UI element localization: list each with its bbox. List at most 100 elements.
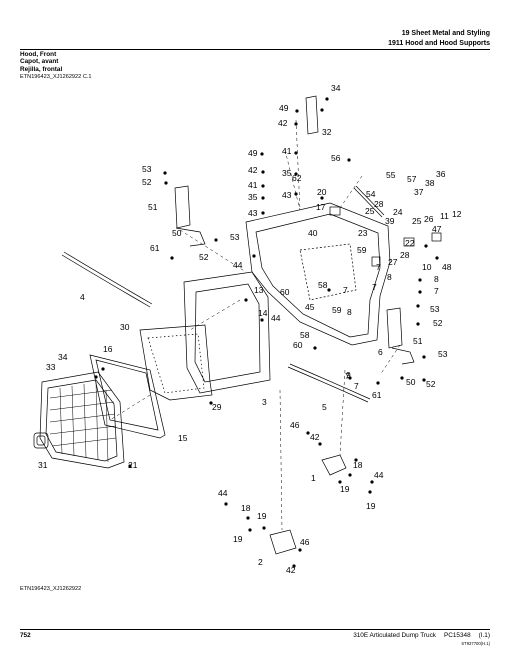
callout-59-2: 59 <box>357 245 367 255</box>
callout-19-3: 19 <box>233 534 243 544</box>
lower-hinge-bottom <box>269 529 297 555</box>
callout-52-3: 52 <box>433 318 443 328</box>
bracket-27 <box>371 256 381 267</box>
callout-8-2: 8 <box>434 274 439 284</box>
callout-2: 2 <box>258 557 263 567</box>
callout-15: 15 <box>178 433 188 443</box>
callout-60-2: 60 <box>293 340 303 350</box>
callout-44-4: 44 <box>218 488 228 498</box>
callout-49-2: 49 <box>248 148 258 158</box>
callout-60: 60 <box>280 287 290 297</box>
callout-52: 52 <box>142 177 152 187</box>
callout-45: 45 <box>305 302 315 312</box>
grille-mesh <box>39 371 125 469</box>
callout-53-2: 53 <box>230 232 240 242</box>
subsection-title: 1911 Hood and Hood Supports <box>388 40 490 47</box>
footer-model: 310E Articulated Dump Truck <box>353 632 436 639</box>
callout-31: 31 <box>38 460 48 470</box>
hood-body-rim <box>255 213 381 338</box>
callout-16: 16 <box>103 344 113 354</box>
callout-59: 59 <box>332 305 342 315</box>
callout-29: 29 <box>212 402 222 412</box>
callout-34: 34 <box>331 83 341 93</box>
callout-7-6: 7 <box>345 371 350 381</box>
callout-25: 25 <box>365 206 375 216</box>
grille-frame <box>89 354 166 439</box>
callout-44-2: 44 <box>271 313 281 323</box>
callout-53-3: 53 <box>430 304 440 314</box>
page-number: 752 <box>20 632 31 639</box>
bracket-22 <box>403 237 415 247</box>
section-title: 19 Sheet Metal and Styling <box>401 30 490 37</box>
callout-1: 1 <box>311 473 316 483</box>
callout-33: 33 <box>46 362 56 372</box>
callout-7-4: 7 <box>434 286 439 296</box>
title-english: Hood, Front <box>20 51 57 58</box>
callout-32: 32 <box>322 127 332 137</box>
part-title-block: Hood, Front Capot, avant Rejilla, fronta… <box>20 51 62 73</box>
callout-35-2: 35 <box>248 192 258 202</box>
callout-19: 19 <box>257 511 267 521</box>
callout-44: 44 <box>233 260 243 270</box>
callout-55: 55 <box>386 170 396 180</box>
callout-4: 4 <box>80 292 85 302</box>
callout-28: 28 <box>374 199 384 209</box>
callout-53-4: 53 <box>438 349 448 359</box>
hood-frame-inner <box>194 283 261 383</box>
callout-7-5: 7 <box>354 381 359 391</box>
left-hinge-bracket <box>174 185 191 229</box>
callout-5: 5 <box>322 402 327 412</box>
callout-36: 36 <box>436 169 446 179</box>
callout-10: 10 <box>422 262 432 272</box>
support-rod <box>355 185 385 216</box>
callout-42-4: 42 <box>286 565 296 575</box>
callout-25-2: 25 <box>412 216 422 226</box>
callout-42-2: 42 <box>248 165 258 175</box>
callout-24: 24 <box>393 207 403 217</box>
callout-18: 18 <box>241 503 251 513</box>
footer-code: ST937700(H.1) <box>461 641 490 646</box>
callout-41: 41 <box>282 146 292 156</box>
seal-strip-left <box>61 254 151 308</box>
callout-14: 14 <box>258 308 268 318</box>
callout-7: 7 <box>376 262 381 272</box>
callout-22: 22 <box>405 238 415 248</box>
seal-strip-right <box>287 366 369 403</box>
bracket-12 <box>431 232 442 242</box>
footer-rule <box>20 629 490 630</box>
callout-44-3: 44 <box>374 470 384 480</box>
callout-18-2: 18 <box>353 460 363 470</box>
callout-50-2: 50 <box>406 377 416 387</box>
callout-37: 37 <box>414 187 424 197</box>
footer-pc: PC15348 <box>443 632 471 639</box>
callout-7-2: 7 <box>343 285 348 295</box>
callout-58-2: 58 <box>300 330 310 340</box>
screen-panel <box>139 324 213 401</box>
callout-49: 49 <box>279 103 289 113</box>
callout-52-2: 52 <box>199 252 209 262</box>
callout-43-2: 43 <box>248 208 258 218</box>
figure-reference-bottom: ETN196423_XJ1262922 <box>20 586 82 592</box>
top-latch-bracket <box>305 95 319 135</box>
callout-27: 27 <box>388 257 398 267</box>
callout-47: 47 <box>432 224 442 234</box>
callout-19-4: 19 <box>366 501 376 511</box>
callout-12: 12 <box>452 209 462 219</box>
callout-35: 35 <box>282 168 292 178</box>
header-rule <box>20 49 490 50</box>
callout-30: 30 <box>120 322 130 332</box>
callout-43: 43 <box>282 190 292 200</box>
callout-61-2: 61 <box>372 390 382 400</box>
right-hinge-bracket <box>386 307 403 349</box>
callout-34-2: 34 <box>58 352 68 362</box>
callout-19-2: 19 <box>340 484 350 494</box>
callout-23: 23 <box>358 228 368 238</box>
callout-28-2: 28 <box>400 250 410 260</box>
callout-9: 9 <box>346 370 351 380</box>
figure-reference-top: ETN196423_XJ1262922 C.1 <box>20 74 92 80</box>
bracket-17 <box>329 206 341 216</box>
callout-51: 51 <box>148 202 158 212</box>
callout-11: 11 <box>440 211 449 221</box>
callout-48: 48 <box>442 262 452 272</box>
